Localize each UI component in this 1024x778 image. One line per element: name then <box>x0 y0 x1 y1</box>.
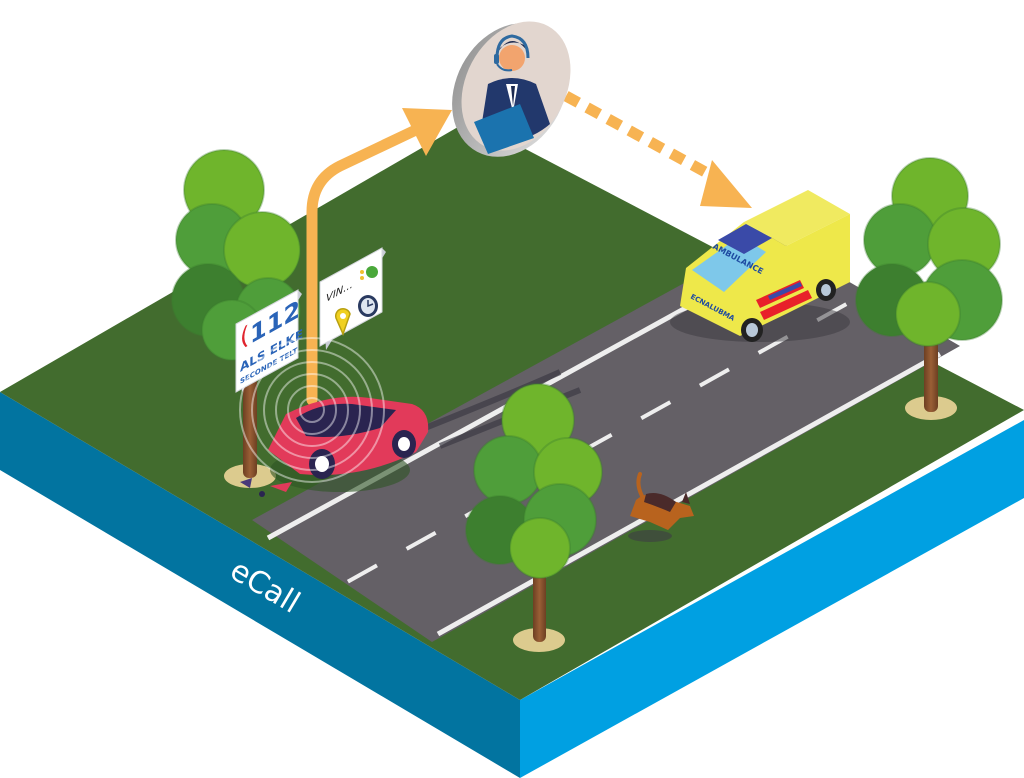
road-dash <box>405 531 437 551</box>
laptop-icon <box>474 104 534 154</box>
ambulance-stripes <box>756 280 812 320</box>
ambulance: AMBULANCE ECNALUBMA <box>670 190 850 342</box>
call-center-operator-icon <box>474 34 550 154</box>
radio-waves-icon <box>239 337 385 483</box>
car-icon <box>268 396 429 479</box>
crashed-car <box>239 337 429 497</box>
arrow-head-icon <box>402 108 452 156</box>
road-dash <box>640 400 672 421</box>
base-left-face <box>0 392 520 778</box>
clock-icon <box>358 295 378 317</box>
dog-icon <box>628 472 694 542</box>
ambulance-box-top <box>744 190 850 246</box>
arrow-head-icon <box>700 160 752 208</box>
road-dash <box>346 563 378 584</box>
ambulance-lightbar <box>718 224 772 254</box>
road-edge-line-right <box>436 351 942 637</box>
location-pin-icon <box>334 308 351 337</box>
skid-marks <box>418 369 562 433</box>
road-dash <box>698 367 730 388</box>
debris <box>240 478 292 497</box>
vehicle-data-sign: VIN... <box>319 247 386 350</box>
flow-arrow-car-to-operator <box>306 108 452 406</box>
emergency-112-sign: ( 112 ALS ELKE SECONDE TELT <box>235 289 303 393</box>
phone-icon: ( <box>240 320 249 353</box>
flow-arrow-operator-to-ambulance <box>563 91 752 208</box>
fuel-pump-icon <box>360 266 378 280</box>
operator-badge <box>452 21 571 157</box>
tree-front-middle <box>465 383 603 652</box>
base-right-face <box>520 420 1024 778</box>
tree-right <box>855 157 1003 420</box>
